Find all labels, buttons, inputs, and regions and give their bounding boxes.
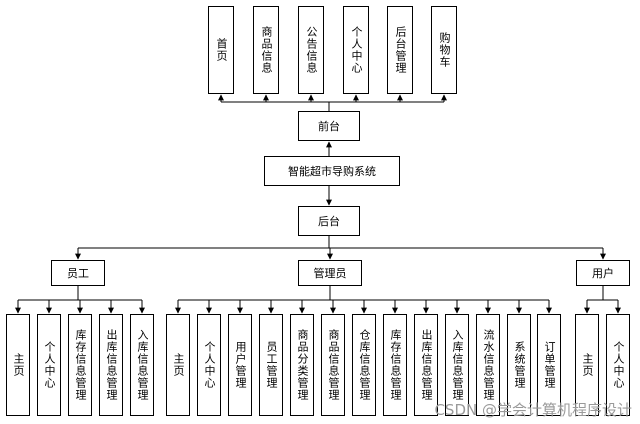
module-box-admin-label: 用户管理 [234, 341, 248, 389]
module-box-admin: 仓库信息管理 [352, 314, 376, 416]
module-box-admin-label: 员工管理 [265, 341, 279, 389]
watermark: CSDN @学会计算机程序设计 [434, 401, 632, 419]
role-label-user: 用户 [592, 267, 614, 280]
role-node-staff: 员工 [51, 260, 105, 286]
module-box-admin-label: 订单管理 [543, 341, 557, 389]
module-box-admin-label: 商品信息管理 [327, 329, 341, 401]
module-box-admin: 入库信息管理 [445, 314, 469, 416]
frontend-page-box: 公告信息 [298, 6, 324, 94]
module-box-staff-label: 出库信息管理 [105, 329, 119, 401]
system-title: 智能超市导购系统 [288, 165, 376, 178]
module-box-staff: 出库信息管理 [99, 314, 123, 416]
module-box-user: 个人中心 [606, 314, 630, 416]
module-box-admin: 员工管理 [259, 314, 283, 416]
module-box-staff-label: 入库信息管理 [136, 329, 150, 401]
frontend-page-box-label: 个人中心 [350, 26, 364, 74]
backend-node: 后台 [298, 206, 360, 236]
module-box-user-label: 个人中心 [612, 341, 626, 389]
module-box-staff-label: 主页 [12, 353, 26, 377]
frontend-page-box: 商品信息 [253, 6, 279, 94]
frontend-page-box-label: 购物车 [438, 32, 452, 68]
module-box-admin-label: 仓库信息管理 [358, 329, 372, 401]
module-box-admin-label: 入库信息管理 [451, 329, 465, 401]
module-box-staff-label: 个人中心 [43, 341, 57, 389]
module-box-admin: 系统管理 [507, 314, 531, 416]
module-box-admin: 订单管理 [537, 314, 561, 416]
module-box-staff: 入库信息管理 [130, 314, 154, 416]
module-box-staff: 库存信息管理 [68, 314, 92, 416]
module-box-staff: 个人中心 [37, 314, 61, 416]
module-box-staff: 主页 [6, 314, 30, 416]
module-box-admin: 库存信息管理 [383, 314, 407, 416]
frontend-label: 前台 [318, 120, 340, 133]
frontend-page-box-label: 商品信息 [260, 26, 274, 74]
module-box-admin: 主页 [166, 314, 190, 416]
frontend-page-box-label: 公告信息 [305, 26, 319, 74]
role-node-user: 用户 [576, 260, 630, 286]
module-box-admin-label: 主页 [172, 353, 186, 377]
system-root-node: 智能超市导购系统 [264, 156, 400, 186]
frontend-node: 前台 [298, 111, 360, 141]
module-box-user-label: 主页 [581, 353, 595, 377]
module-box-admin-label: 流水信息管理 [482, 329, 496, 401]
module-box-admin-label: 库存信息管理 [389, 329, 403, 401]
module-box-admin: 流水信息管理 [476, 314, 500, 416]
module-box-admin: 商品信息管理 [321, 314, 345, 416]
module-box-admin-label: 商品分类管理 [296, 329, 310, 401]
module-box-admin-label: 系统管理 [513, 341, 527, 389]
role-label-admin: 管理员 [313, 267, 347, 280]
frontend-page-box: 首页 [208, 6, 234, 94]
module-box-admin-label: 个人中心 [203, 341, 217, 389]
frontend-page-box: 个人中心 [343, 6, 369, 94]
frontend-page-box: 购物车 [431, 6, 457, 94]
module-box-admin: 个人中心 [197, 314, 221, 416]
frontend-page-box-label: 后台管理 [394, 26, 408, 74]
role-node-admin: 管理员 [298, 260, 362, 286]
module-box-admin: 商品分类管理 [290, 314, 314, 416]
module-box-admin: 用户管理 [228, 314, 252, 416]
module-box-user: 主页 [575, 314, 599, 416]
frontend-page-box: 后台管理 [387, 6, 413, 94]
module-box-staff-label: 库存信息管理 [74, 329, 88, 401]
frontend-page-box-label: 首页 [215, 38, 229, 62]
backend-label: 后台 [318, 215, 340, 228]
role-label-staff: 员工 [67, 267, 89, 280]
module-box-admin: 出库信息管理 [414, 314, 438, 416]
module-box-admin-label: 出库信息管理 [420, 329, 434, 401]
